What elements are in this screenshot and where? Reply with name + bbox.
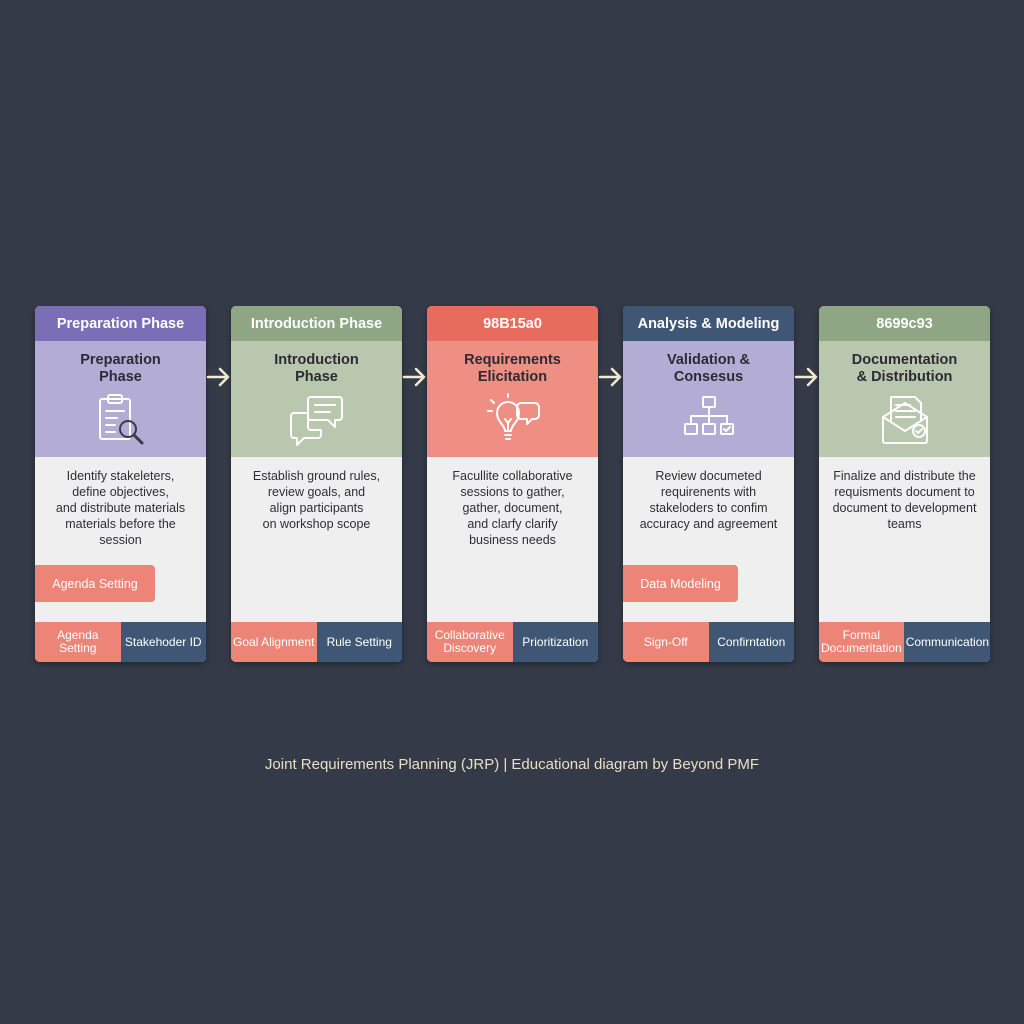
- tag: Confirntation: [708, 622, 794, 662]
- tag: Formal Documeritation: [819, 622, 904, 662]
- card-header: Introduction Phase: [231, 306, 402, 341]
- lightbulb-chat-icon: [483, 391, 543, 451]
- tag: Rule Setting: [316, 622, 402, 662]
- card-title: Documentation & Distribution: [851, 352, 958, 385]
- card-tags: Formal Documeritation Communication: [819, 622, 990, 662]
- card-chip: Agenda Setting: [35, 565, 155, 602]
- card-header: 98B15a0: [427, 306, 598, 341]
- card-tags: Collaborative Discovery Prioritization: [427, 622, 598, 662]
- card-header: Analysis & Modeling: [623, 306, 794, 341]
- card-description: Establish ground rules, review goals, an…: [252, 469, 381, 531]
- phase-card-introduction: Introduction Phase Introduction Phase Es…: [231, 306, 402, 662]
- tag: Communication: [903, 622, 990, 662]
- card-tags: Sign-Off Confirntation: [623, 622, 794, 662]
- card-tags: Goal Alignment Rule Setting: [231, 622, 402, 662]
- card-hero: Introduction Phase: [231, 341, 402, 457]
- tag: Agenda Setting: [35, 622, 121, 662]
- jrp-process-diagram: Preparation Phase Preparation Phase Iden…: [35, 306, 991, 662]
- tag: Prioritization: [512, 622, 598, 662]
- tag: Collaborative Discovery: [427, 622, 513, 662]
- card-hero: Preparation Phase: [35, 341, 206, 457]
- card-header: Preparation Phase: [35, 306, 206, 341]
- card-description: Review documeted requirenents with stake…: [639, 469, 778, 531]
- tag: Sign-Off: [623, 622, 709, 662]
- card-title: Preparation Phase: [80, 352, 161, 385]
- card-title: Requirements Elicitation: [464, 352, 561, 385]
- card-description: Finalize and distribute the requisments …: [832, 469, 977, 531]
- phase-card-validation-consensus: Analysis & Modeling Validation & Consesu…: [623, 306, 794, 662]
- card-header: 8699c93: [819, 306, 990, 341]
- diagram-caption: Joint Requirements Planning (JRP) | Educ…: [264, 756, 760, 773]
- card-tags: Agenda Setting Stakehoder ID: [35, 622, 206, 662]
- chat-bubbles-icon: [287, 391, 347, 451]
- flow-arrow-icon: [794, 367, 818, 387]
- tag: Stakehoder ID: [120, 622, 206, 662]
- flow-arrow-icon: [402, 367, 426, 387]
- card-description: Facullite collaborative sessions to gath…: [452, 469, 573, 547]
- phase-card-requirements-elicitation: 98B15a0 Requirements Elicitation Faculli…: [427, 306, 598, 662]
- card-hero: Validation & Consesus: [623, 341, 794, 457]
- clipboard-search-icon: [91, 391, 151, 451]
- flow-arrow-icon: [206, 367, 230, 387]
- flow-arrow-icon: [598, 367, 622, 387]
- phase-card-preparation: Preparation Phase Preparation Phase Iden…: [35, 306, 206, 662]
- card-title: Validation & Consesus: [667, 352, 750, 385]
- phase-card-documentation-distribution: 8699c93 Documentation & Distribution Fin…: [819, 306, 990, 662]
- card-chip: Data Modeling: [623, 565, 738, 602]
- document-envelope-icon: [875, 391, 935, 451]
- org-chart-icon: [679, 391, 739, 451]
- card-hero: Requirements Elicitation: [427, 341, 598, 457]
- card-description: Identify stakeleters, define objectives,…: [55, 469, 186, 547]
- tag: Goal Alignment: [231, 622, 317, 662]
- card-hero: Documentation & Distribution: [819, 341, 990, 457]
- card-title: Introduction Phase: [274, 352, 359, 385]
